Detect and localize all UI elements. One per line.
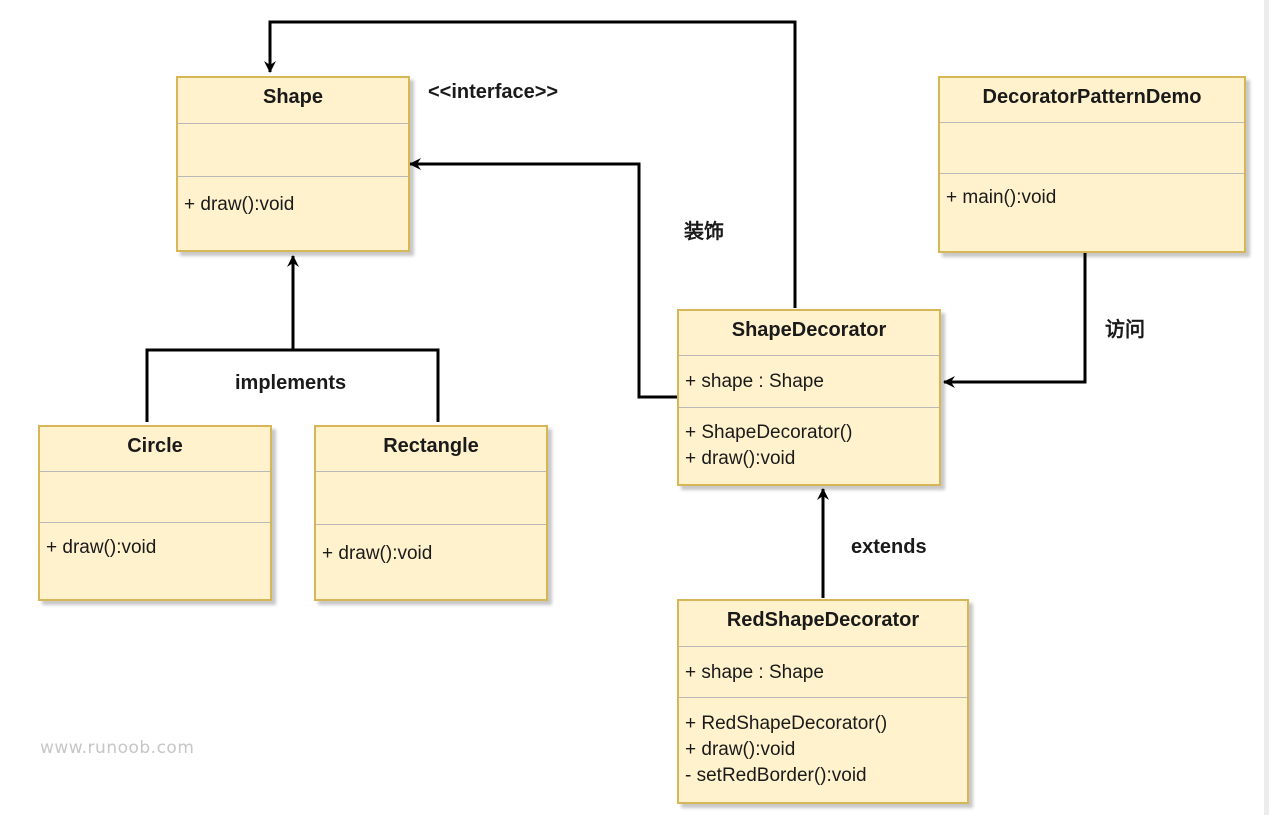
methods-compartment: + main():void <box>946 185 1056 211</box>
method: + draw():void <box>46 537 157 558</box>
decorate-label: 装饰 <box>684 221 724 243</box>
shape-class-box[interactable]: Shape + draw():void <box>176 76 410 252</box>
separator <box>178 123 408 124</box>
method: + main():void <box>946 187 1057 208</box>
separator <box>679 407 939 408</box>
separator <box>316 524 546 525</box>
separator <box>679 646 967 647</box>
class-name: Shape <box>262 86 324 108</box>
shape-decorator-class-box[interactable]: ShapeDecorator + shape : Shape + ShapeDe… <box>677 309 941 486</box>
separator <box>940 122 1244 123</box>
method: - setRedBorder():void <box>685 765 867 786</box>
circle-class-box[interactable]: Circle + draw():void <box>38 425 272 601</box>
methods-compartment: + draw():void <box>184 192 294 218</box>
class-name: RedShapeDecorator <box>726 609 920 631</box>
separator <box>40 522 270 523</box>
method: + draw():void <box>322 543 433 564</box>
decorator-to-shape-top-arrow <box>264 20 797 308</box>
class-name: ShapeDecorator <box>731 319 887 341</box>
class-name: DecoratorPatternDemo <box>982 86 1202 108</box>
separator <box>679 697 967 698</box>
attributes-compartment: + shape : Shape <box>685 369 824 395</box>
separator <box>178 176 408 177</box>
separator <box>316 471 546 472</box>
watermark: www.runoob.com <box>40 738 195 758</box>
class-name: Rectangle <box>383 435 479 457</box>
attribute: + shape : Shape <box>685 371 824 392</box>
method: + ShapeDecorator() <box>685 422 853 443</box>
interface-stereotype-label: <<interface>> <box>428 81 559 103</box>
separator <box>679 355 939 356</box>
decorate-arrow <box>409 158 678 399</box>
methods-compartment: + draw():void <box>322 541 432 567</box>
implements-label: implements <box>235 372 347 394</box>
page-edge-divider <box>1264 0 1269 815</box>
decorator-pattern-demo-class-box[interactable]: DecoratorPatternDemo + main():void <box>938 76 1246 253</box>
methods-compartment: + RedShapeDecorator() + draw():void - se… <box>685 711 887 789</box>
red-shape-decorator-class-box[interactable]: RedShapeDecorator + shape : Shape + RedS… <box>677 599 969 804</box>
class-name: Circle <box>127 435 183 457</box>
extends-label: extends <box>851 536 927 558</box>
methods-compartment: + draw():void <box>46 535 156 561</box>
access-arrow <box>943 253 1087 388</box>
separator <box>940 173 1244 174</box>
method: + draw():void <box>184 194 295 215</box>
method: + RedShapeDecorator() <box>685 713 888 734</box>
method: + draw():void <box>685 448 796 469</box>
method: + draw():void <box>685 739 796 760</box>
rectangle-class-box[interactable]: Rectangle + draw():void <box>314 425 548 601</box>
attributes-compartment: + shape : Shape <box>685 660 824 686</box>
methods-compartment: + ShapeDecorator() + draw():void <box>685 420 852 472</box>
attribute: + shape : Shape <box>685 662 824 683</box>
access-label: 访问 <box>1105 319 1145 341</box>
separator <box>40 471 270 472</box>
